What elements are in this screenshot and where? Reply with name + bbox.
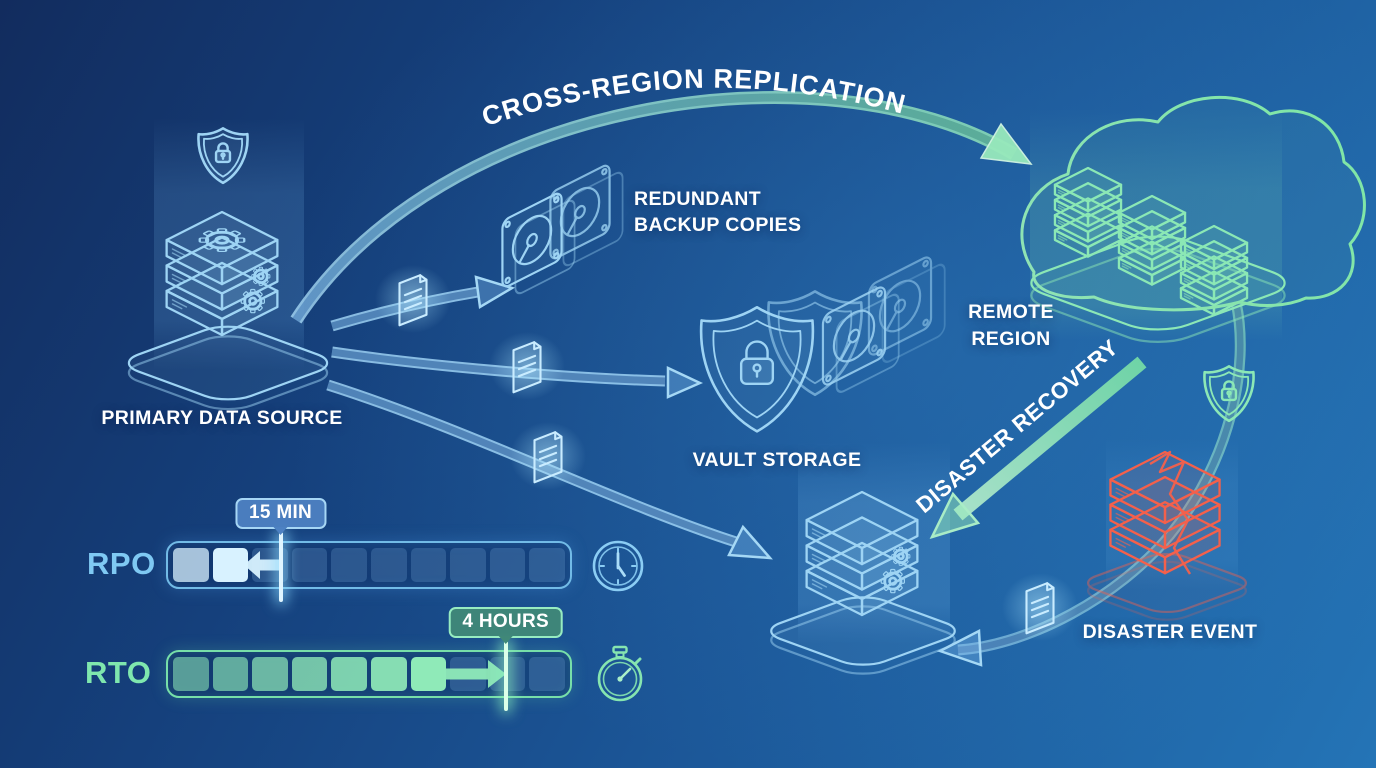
rpo-segment (450, 548, 486, 582)
rpo-arrow-icon (243, 551, 281, 579)
rpo-badge: 15 MIN (235, 498, 327, 529)
rto-badge-text: 4 HOURS (462, 611, 549, 632)
redundant-backup-copies-label: REDUNDANT BACKUP COPIES (634, 186, 801, 238)
primary-data-source-label: PRIMARY DATA SOURCE (101, 407, 343, 429)
rto-segment (173, 657, 209, 691)
arrowhead (727, 524, 773, 560)
stopwatch-icon (591, 645, 649, 714)
rpo-segment (331, 548, 367, 582)
document-icon (508, 420, 588, 492)
redundant-label-line1: REDUNDANT (634, 188, 762, 210)
rpo-badge-text: 15 MIN (249, 502, 313, 523)
rto-segment (331, 657, 367, 691)
rto-segment (252, 657, 288, 691)
rpo-segment (291, 548, 328, 582)
rpo-marker (278, 532, 283, 602)
rpo-segment (173, 548, 209, 582)
rto-segment (529, 657, 565, 691)
document-icon (373, 263, 453, 335)
failover-shield-lock-icon (1204, 366, 1253, 421)
rto-arrow-icon (443, 660, 506, 688)
clock-icon (590, 538, 646, 599)
rto-timeline-bar: 4 HOURS (166, 607, 572, 711)
remote-region-label: REMOTE REGION (941, 299, 1081, 353)
document-icon (487, 330, 567, 402)
vault-storage-label: VAULT STORAGE (692, 449, 862, 471)
cross-region-replication-arc (290, 90, 1033, 324)
remote-cloud-icon (1020, 95, 1366, 312)
primary-server-stack-icon (167, 212, 278, 335)
arrowhead (666, 366, 704, 399)
arc-arrowhead (979, 122, 1033, 165)
shield-lock-icon (701, 307, 813, 431)
arrowhead (936, 629, 983, 667)
rto-marker (503, 641, 508, 711)
rpo-segment (370, 548, 407, 582)
rto-label: RTO (85, 655, 152, 690)
primary-platform (114, 320, 342, 416)
rto-segment (291, 657, 328, 691)
rpo-segment (212, 548, 249, 582)
rpo-label: RPO (87, 546, 156, 581)
rpo-timeline-bar: 15 MIN (166, 498, 572, 602)
redundant-hdd-icons (501, 161, 624, 298)
arrowhead (474, 275, 516, 310)
rpo-segment (489, 548, 526, 582)
crack-line (1149, 450, 1192, 575)
disaster-recovery-label: DISASTER RECOVERY (911, 335, 1123, 518)
vault-storage-icons (701, 253, 946, 432)
rpo-segment (529, 548, 565, 582)
rpo-segments (173, 548, 565, 582)
arrowhead (929, 491, 981, 540)
remote-label-line1: REMOTE (968, 301, 1054, 323)
document-icon (1000, 571, 1080, 643)
rto-segment (410, 657, 447, 691)
rto-segment (212, 657, 249, 691)
redundant-label-line2: BACKUP COPIES (634, 214, 802, 236)
rto-segment (370, 657, 407, 691)
rto-badge: 4 HOURS (448, 607, 563, 638)
rpo-segment (410, 548, 447, 582)
broken-server-icon (1110, 450, 1219, 575)
disaster-event-label: DISASTER EVENT (1082, 621, 1258, 643)
recovery-server-stack-icon (807, 492, 918, 615)
disaster-recovery-arrow (929, 356, 1147, 540)
remote-label-line2: REGION (971, 328, 1051, 350)
